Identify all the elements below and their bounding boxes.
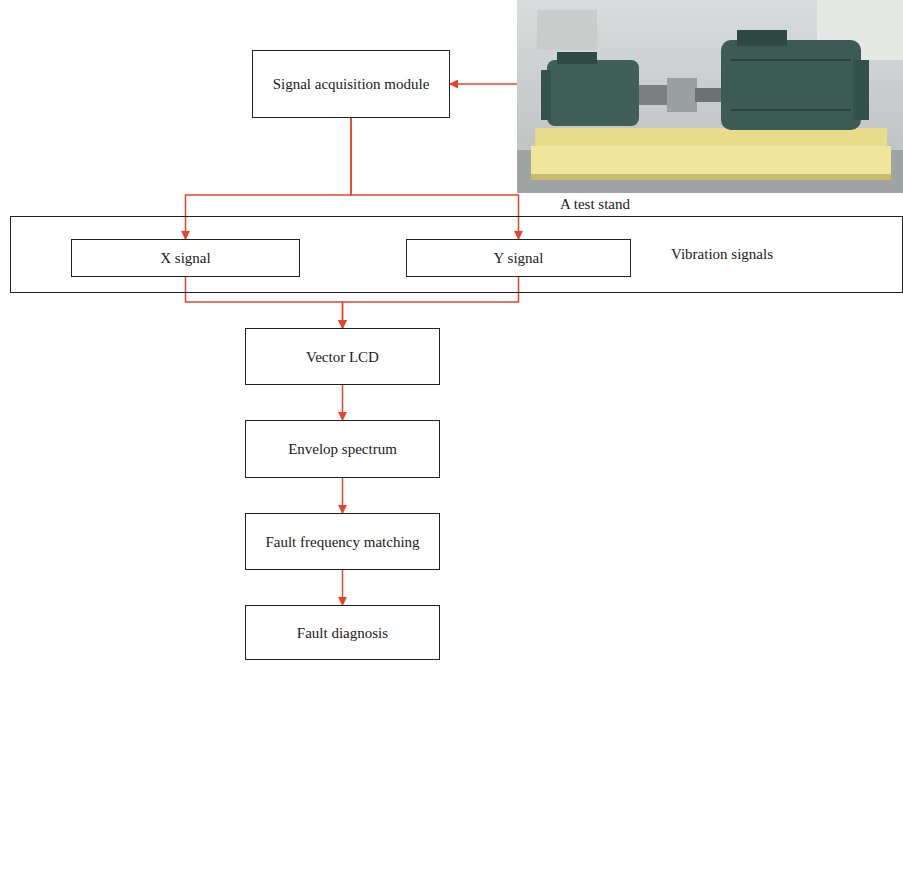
flow-arrow [351, 118, 519, 239]
band-label: Vibration signals [671, 245, 773, 263]
flow-arrow [450, 83, 517, 85]
flow-arrow [342, 570, 344, 605]
signal-box: Y signal [406, 239, 631, 277]
process-box: Signal acquisition module [252, 50, 450, 118]
test-stand-illustration [517, 0, 903, 193]
flow-arrow [342, 478, 344, 513]
process-box: Fault diagnosis [245, 605, 440, 660]
process-box: Fault frequency matching [245, 513, 440, 570]
signal-band: Vibration signals X signal Y signal [10, 216, 903, 293]
photo-caption: A test stand [560, 195, 630, 213]
flow-arrow [342, 385, 344, 420]
signal-box: X signal [71, 239, 300, 277]
box-label: Y signal [494, 249, 544, 267]
process-box: Vector LCD [245, 328, 440, 385]
box-label: Fault diagnosis [297, 624, 388, 642]
box-label: Signal acquisition module [273, 75, 430, 93]
flow-arrow [343, 277, 519, 328]
test-stand-photo: A test stand [517, 0, 903, 214]
flow-arrow [186, 277, 343, 328]
box-label: Envelop spectrum [288, 440, 397, 458]
process-box: Envelop spectrum [245, 420, 440, 478]
flow-arrow [186, 118, 352, 239]
box-label: X signal [160, 249, 210, 267]
box-label: Fault frequency matching [265, 533, 419, 551]
box-label: Vector LCD [306, 348, 379, 366]
